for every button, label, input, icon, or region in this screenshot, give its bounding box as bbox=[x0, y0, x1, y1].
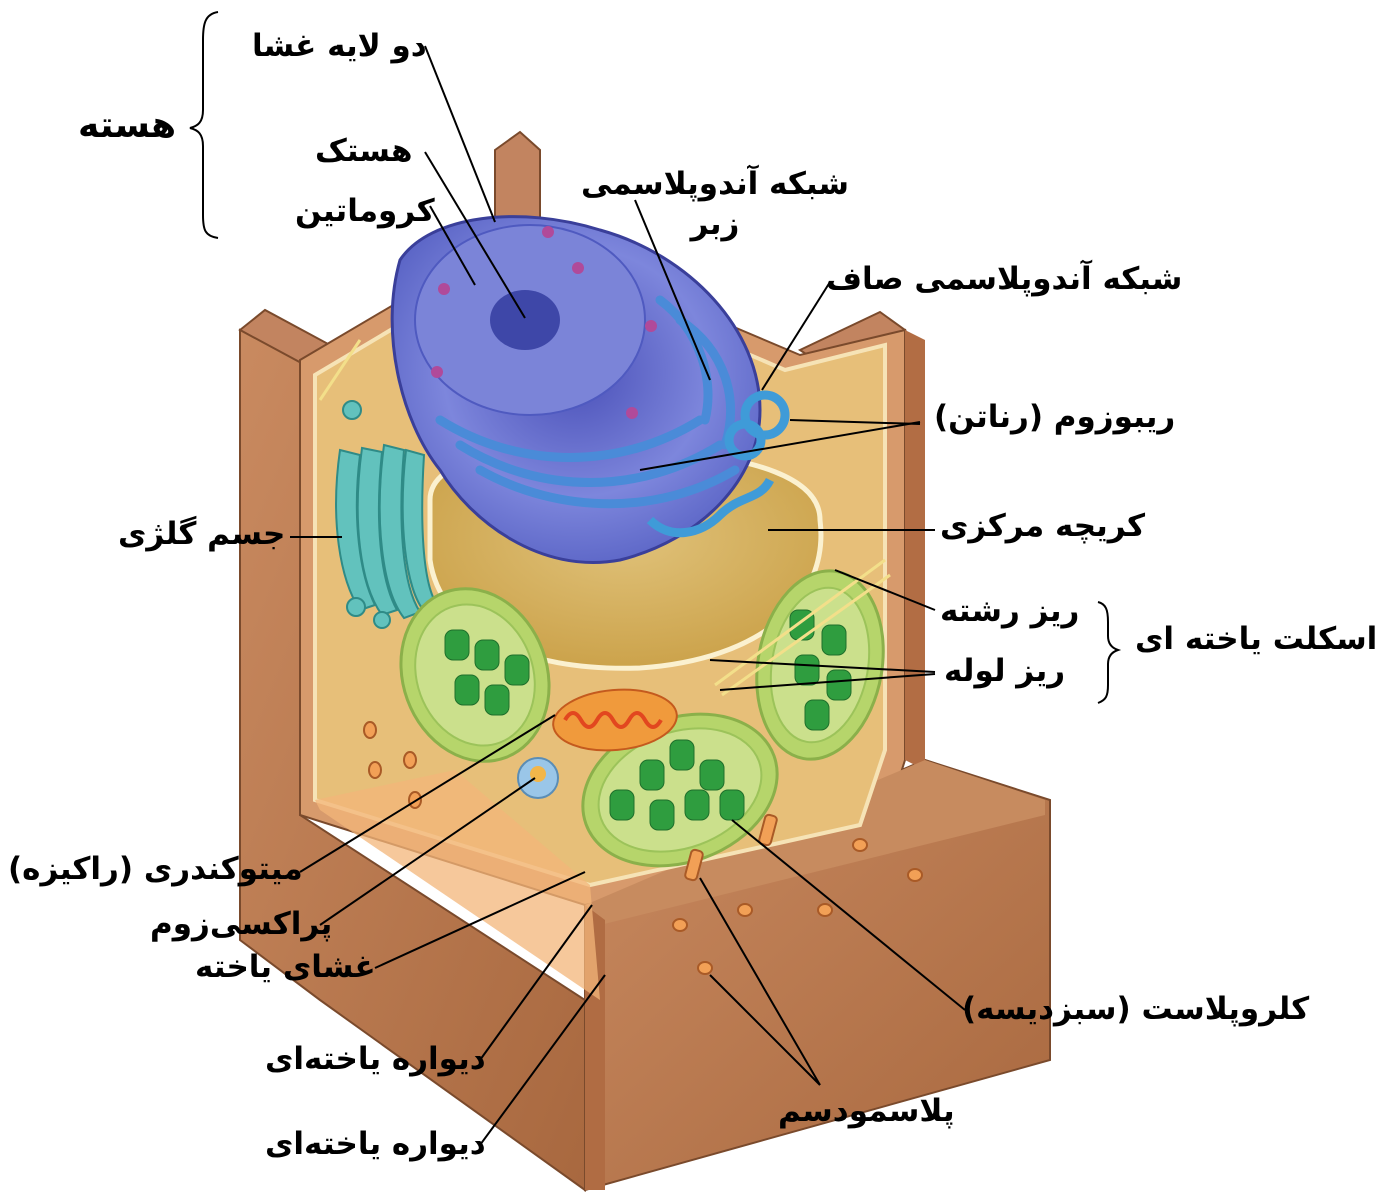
nucleus-bracket bbox=[190, 12, 218, 238]
label-microtubule: ریز لوله bbox=[944, 652, 1065, 690]
label-chloroplast: کلروپلاست (سبزدیسه) bbox=[962, 990, 1309, 1028]
label-peroxisome: پراکسی‌زوم bbox=[150, 905, 332, 943]
label-ribosome: ریبوزوم (رناتن) bbox=[934, 398, 1175, 436]
label-chromatin: کروماتین bbox=[295, 192, 435, 230]
label-rough-er-line2: زبر bbox=[580, 205, 850, 243]
label-cell-wall-1: دیواره یاخته‌ای bbox=[265, 1040, 486, 1078]
label-nucleus: هسته bbox=[78, 107, 176, 145]
peroxisome bbox=[518, 758, 558, 798]
cytoskeleton-bracket bbox=[1098, 602, 1118, 703]
label-central-vacuole: کریچه مرکزی bbox=[940, 507, 1145, 545]
label-cell-wall-2: دیواره یاخته‌ای bbox=[265, 1125, 486, 1163]
label-nucleolus: هستک bbox=[315, 132, 412, 170]
label-rough-er-line1: شبکه آندوپلاسمی bbox=[580, 165, 850, 203]
label-microfilament: ریز رشته bbox=[940, 592, 1079, 630]
label-plasmodesma: پلاسمودسم bbox=[778, 1092, 955, 1130]
label-nuclear-envelope: دو لایه غشا bbox=[252, 27, 427, 65]
label-plasma-membrane: غشای یاخته bbox=[195, 948, 376, 986]
label-golgi: جسم گلژی bbox=[118, 515, 285, 553]
nucleolus-shape bbox=[490, 290, 560, 350]
label-smooth-er: شبکه آندوپلاسمی صاف bbox=[826, 260, 1182, 298]
label-mitochondrion: میتوکندری (راکیزه) bbox=[8, 850, 303, 888]
label-cytoskeleton: اسکلت یاخته ای bbox=[1135, 620, 1377, 658]
